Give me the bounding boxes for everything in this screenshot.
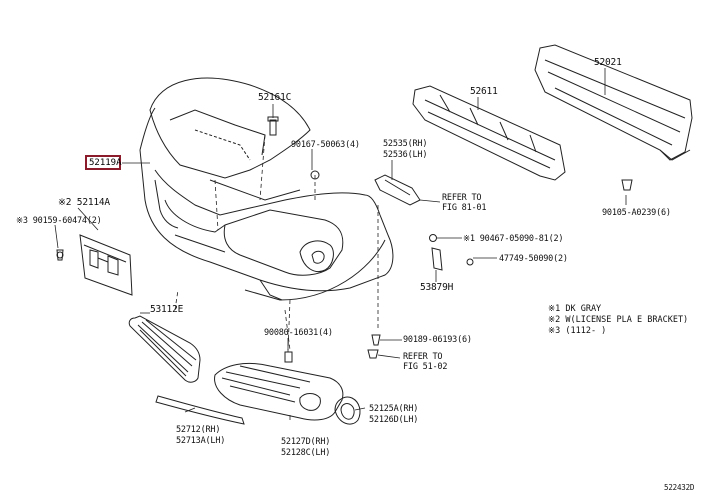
- radiator-grille[interactable]: [128, 315, 201, 383]
- note-line-2: ※2 W(LICENSE PLA E BRACKET): [548, 315, 689, 325]
- highlighted-part-box[interactable]: 52119A: [85, 155, 122, 170]
- part-label-52161c[interactable]: 52161C: [258, 92, 292, 103]
- part-label-90467[interactable]: ※1 90467-05090-81(2): [463, 234, 564, 244]
- bumper-cover[interactable]: [139, 77, 394, 301]
- part-label-52125a[interactable]: 52125A(RH): [369, 404, 419, 414]
- part-label-47749[interactable]: 47749-50090(2): [499, 254, 568, 264]
- part-label-53112[interactable]: 53112E: [150, 304, 184, 315]
- part-label-52126d[interactable]: 52126D(LH): [369, 415, 419, 425]
- part-label-52536[interactable]: 52536(LH): [383, 150, 428, 160]
- part-label-52611[interactable]: 52611: [470, 86, 498, 97]
- refer-label-2b[interactable]: FIG 51-02: [403, 362, 448, 372]
- part-label-90159[interactable]: ※3 90159-60474(2): [16, 216, 102, 226]
- part-label-52114a[interactable]: ※2 52114A: [58, 197, 110, 208]
- part-label-53879[interactable]: 53879H: [420, 282, 454, 293]
- side-bracket[interactable]: [374, 174, 421, 206]
- refer-label-2a: REFER TO: [403, 352, 443, 362]
- refer-label-1b[interactable]: FIG 81-01: [442, 203, 487, 213]
- part-label-52535[interactable]: 52535(RH): [383, 139, 428, 149]
- leader-lines: [54, 68, 627, 420]
- part-label-90105[interactable]: 90105-A0239(6): [602, 208, 671, 218]
- license-plate-bracket[interactable]: [79, 234, 133, 296]
- energy-absorber[interactable]: [412, 85, 566, 181]
- part-label-52119a[interactable]: 52119A: [89, 158, 122, 168]
- refer-label-1a: REFER TO: [442, 193, 482, 203]
- part-label-52712[interactable]: 52712(RH): [176, 425, 221, 435]
- part-label-52713a[interactable]: 52713A(LH): [176, 436, 226, 446]
- bumper-reinforcement[interactable]: [534, 44, 693, 161]
- fog-lamp-cover[interactable]: [334, 396, 361, 425]
- part-label-90167[interactable]: 90167-50063(4): [291, 140, 360, 150]
- fastener-icons: [56, 116, 633, 363]
- note-line-1: ※1 DK GRAY: [548, 304, 602, 314]
- part-label-52127d[interactable]: 52127D(RH): [281, 437, 331, 447]
- note-line-3: ※3 (1112- ): [548, 326, 607, 336]
- part-label-52021[interactable]: 52021: [594, 57, 622, 68]
- part-label-90080[interactable]: 90080-16031(4): [264, 328, 333, 338]
- diagram-code: 522432D: [664, 483, 695, 492]
- lower-grille[interactable]: [214, 362, 344, 421]
- lower-spoiler-strip[interactable]: [155, 395, 245, 425]
- part-label-52128c[interactable]: 52128C(LH): [281, 448, 331, 458]
- part-label-90189[interactable]: 90189-06193(6): [403, 335, 472, 345]
